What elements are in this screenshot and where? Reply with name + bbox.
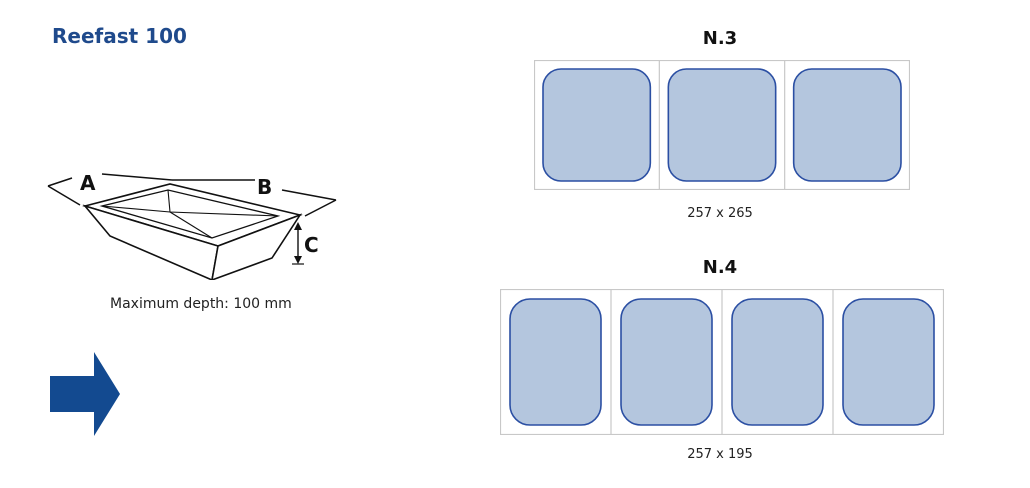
compartment-grid-n4	[500, 289, 944, 435]
configuration-title-n3: N.3	[702, 28, 738, 49]
compartment	[731, 298, 824, 426]
product-title: Reefast 100	[52, 24, 187, 48]
compartment	[667, 68, 777, 182]
compartment	[542, 68, 652, 182]
configuration-dimensions-n3: 257 x 265	[687, 206, 753, 221]
compartment	[620, 298, 713, 426]
compartment	[509, 298, 602, 426]
tray-body	[82, 204, 219, 280]
compartment	[842, 298, 935, 426]
configuration-dimensions-n4: 257 x 195	[687, 447, 753, 462]
dimension-label-a: A	[80, 171, 96, 195]
configuration-title-n4: N.4	[702, 257, 738, 278]
dimension-label-b: B	[257, 175, 272, 199]
compartment	[792, 68, 902, 182]
dimension-line-a	[47, 185, 81, 206]
depth-note: Maximum depth: 100 mm	[110, 296, 292, 312]
compartment-grid-n3	[534, 60, 910, 190]
arrow-right-icon	[50, 352, 120, 436]
tray-illustration: A B C	[47, 171, 337, 280]
dimension-label-c: C	[304, 233, 319, 257]
